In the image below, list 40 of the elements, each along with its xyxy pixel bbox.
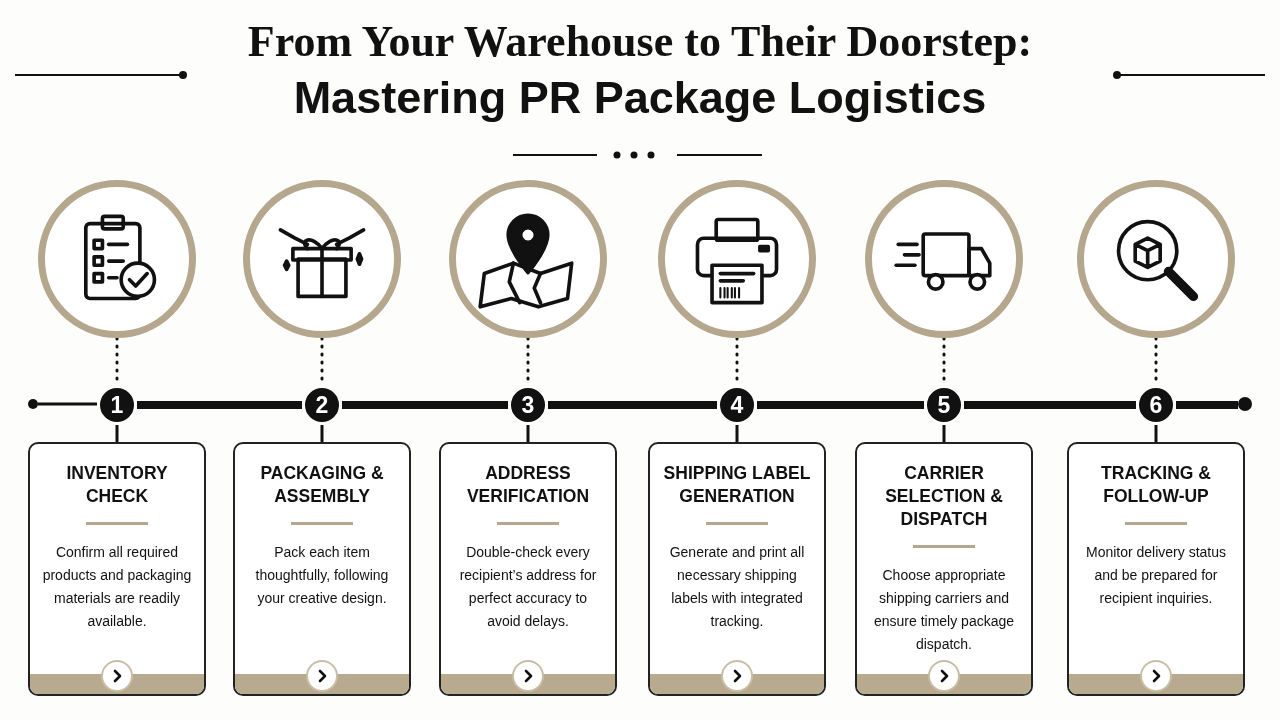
step-card	[648, 442, 826, 696]
step-card	[28, 442, 206, 696]
step-number-badge: 4	[717, 385, 757, 425]
step-number-badge: 3	[508, 385, 548, 425]
step-number-badge: 6	[1136, 385, 1176, 425]
step-title: INVENTORY CHECK	[65, 462, 169, 508]
step-description: Confirm all required products and packaging materials are readily available.	[41, 543, 193, 631]
step-card	[855, 442, 1033, 696]
timeline-line	[964, 401, 1136, 409]
timeline-line	[342, 401, 508, 409]
step-title: TRACKING & FOLLOW-UP	[1100, 462, 1212, 508]
step-number-badge: 1	[97, 385, 137, 425]
timeline-line	[757, 401, 924, 409]
step-title: PACKAGING & ASSEMBLY	[259, 462, 385, 508]
step-description: Double-check every recipient’s address for perfect accuracy to avoid delays.	[458, 543, 598, 631]
step-description: Pack each item thoughtfully, following your creative design.	[254, 543, 390, 608]
step-title: ADDRESS VERIFICATION	[465, 462, 591, 508]
timeline-line	[1154, 425, 1158, 442]
title: From Your Warehouse to Their Doorstep: Mastering PR Package Logistics	[246, 16, 1034, 125]
step-title: CARRIER SELECTION & DISPATCH	[884, 462, 1004, 531]
timeline-line	[942, 425, 946, 442]
timeline-line	[115, 425, 119, 442]
timeline-line	[320, 425, 324, 442]
step-description: Choose appropriate shipping carriers and ensure timely package dispatch.	[872, 566, 1016, 654]
timeline-line	[137, 401, 302, 409]
step-number-badge: 2	[302, 385, 342, 425]
step-title: SHIPPING LABEL GENERATION	[662, 462, 812, 508]
timeline-end-dot	[28, 399, 38, 409]
timeline-line	[548, 401, 717, 409]
step-card	[439, 442, 617, 696]
timeline-line	[38, 402, 97, 406]
step-number-badge: 5	[924, 385, 964, 425]
timeline-line	[735, 425, 739, 442]
timeline-end-dot	[1238, 397, 1252, 411]
timeline-line	[526, 425, 530, 442]
step-description: Generate and print all necessary shipping labels with integrated tracking.	[668, 543, 806, 631]
step-card	[233, 442, 411, 696]
timeline-line	[1176, 401, 1238, 409]
step-description: Monitor delivery status and be prepared for recipient inquiries.	[1084, 543, 1228, 608]
step-card	[1067, 442, 1245, 696]
